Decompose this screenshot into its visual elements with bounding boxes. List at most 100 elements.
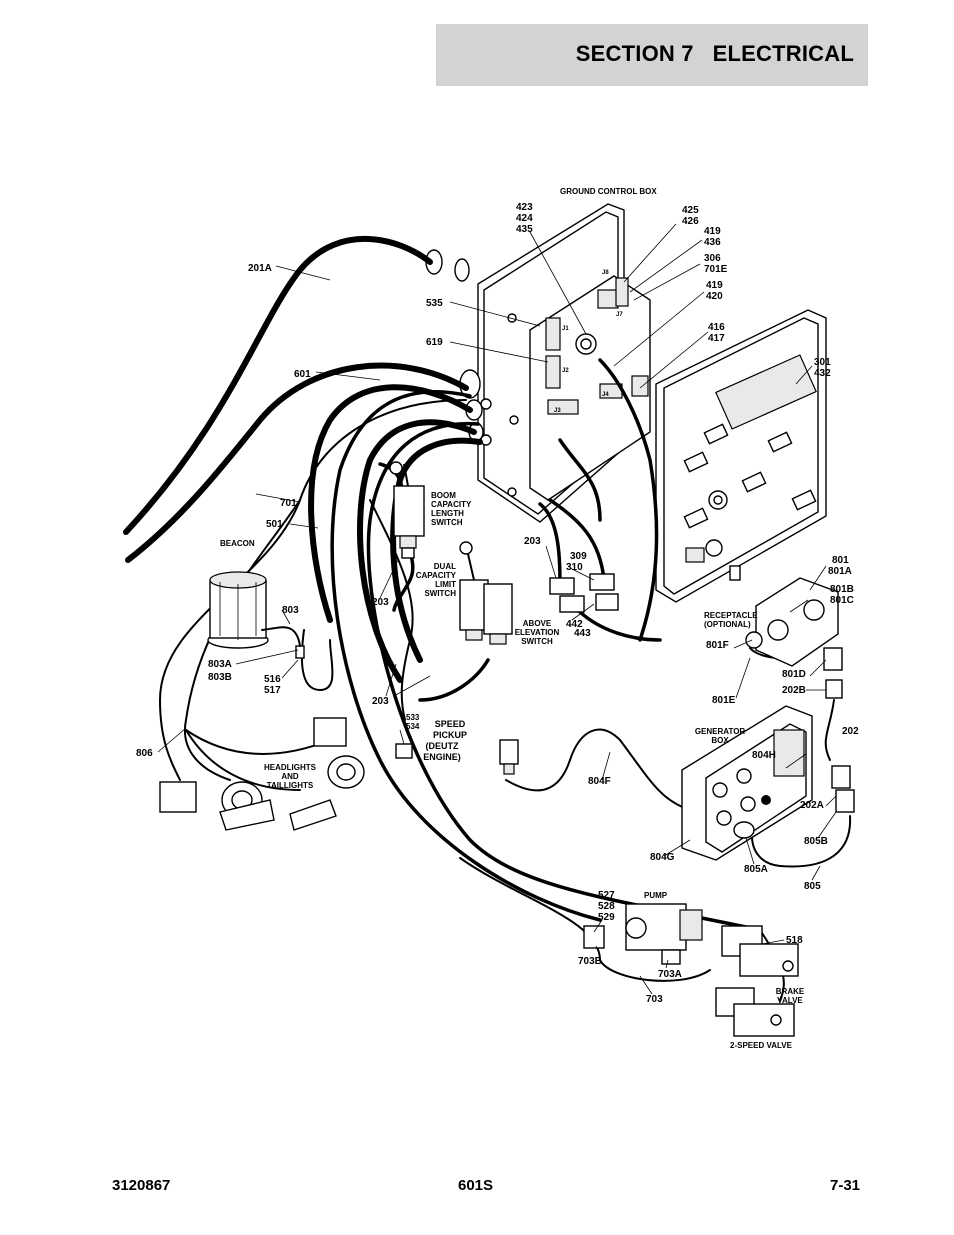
callout: 424	[516, 213, 533, 224]
callout-numbers: 423 424 435 425 426 419 436 306 701E 419…	[136, 202, 859, 1005]
callout: 202A	[800, 800, 824, 811]
callout: 803B	[208, 672, 232, 683]
svg-text:CAPACITY: CAPACITY	[416, 571, 457, 580]
callout: 801E	[712, 695, 736, 706]
connector-j1: J1	[562, 326, 569, 332]
callout: 426	[682, 216, 699, 227]
callout: 535	[426, 298, 443, 309]
label-receptacle: RECEPTACLE (OPTIONAL)	[704, 611, 758, 629]
callout: 419	[704, 226, 721, 237]
footer-page-number: 7-31	[830, 1177, 861, 1194]
callout: 619	[426, 337, 443, 348]
callout: 805A	[744, 864, 768, 875]
callout: 517	[264, 685, 281, 696]
svg-text:ELEVATION: ELEVATION	[515, 628, 560, 637]
callout: 443	[574, 628, 591, 639]
svg-text:BOX: BOX	[711, 736, 729, 745]
callout: 203	[372, 597, 389, 608]
svg-text:LENGTH: LENGTH	[431, 509, 464, 518]
callout: 527	[598, 890, 615, 901]
svg-text:AND: AND	[281, 772, 299, 781]
boom-capacity-switch-part	[389, 461, 425, 559]
panel-toggle-switches	[683, 423, 817, 529]
footer-model: 601S	[458, 1177, 494, 1194]
ground-control-box	[425, 203, 651, 523]
connector-j4: J4	[602, 392, 609, 398]
wire-harness	[123, 235, 852, 1001]
callout: 203	[524, 536, 541, 547]
callout: 703	[646, 994, 663, 1005]
svg-text:SWITCH: SWITCH	[521, 637, 553, 646]
connector-j7: J7	[616, 312, 623, 318]
callout: 417	[708, 333, 725, 344]
label-dual-capacity-switch: DUAL CAPACITY LIMIT SWITCH	[416, 562, 457, 598]
two-speed-valve-part	[715, 987, 795, 1037]
svg-text:RECEPTACLE: RECEPTACLE	[704, 611, 758, 620]
callout: 703A	[658, 969, 682, 980]
callout: 701	[280, 498, 297, 509]
svg-text:(OPTIONAL): (OPTIONAL)	[704, 620, 751, 629]
callout: 516	[264, 674, 281, 685]
section-title: SECTION 7 ELECTRICAL	[575, 41, 854, 66]
callout: 534	[406, 722, 420, 731]
callout: 301	[814, 357, 831, 368]
connector-j2: J2	[562, 368, 569, 374]
callout: 803	[282, 605, 299, 616]
section-banner: SECTION 7 ELECTRICAL	[436, 24, 868, 86]
label-two-speed-valve: 2-SPEED VALVE	[730, 1041, 793, 1050]
label-beacon: BEACON	[220, 539, 255, 548]
callout: 420	[706, 291, 723, 302]
callout: 601	[294, 369, 311, 380]
callout: 518	[786, 935, 803, 946]
callout: 533	[406, 713, 420, 722]
label-brake-valve: BRAKE VALVE	[776, 987, 805, 1005]
connector-j8: J8	[602, 270, 609, 276]
svg-text:SWITCH: SWITCH	[424, 589, 456, 598]
speed-pickup-part	[395, 739, 519, 775]
control-panel-faceplate	[655, 309, 827, 603]
svg-text:(DEUTZ: (DEUTZ	[426, 741, 459, 751]
callout: 310	[566, 562, 583, 573]
callout: 801A	[828, 566, 852, 577]
svg-text:SPEED: SPEED	[435, 719, 466, 729]
svg-text:PICKUP: PICKUP	[433, 730, 467, 740]
label-above-elevation-switch: ABOVE ELEVATION SWITCH	[515, 619, 560, 646]
callout: 416	[708, 322, 725, 333]
callout: 501	[266, 519, 283, 530]
callout: 201A	[248, 263, 272, 274]
svg-text:TAILLIGHTS: TAILLIGHTS	[267, 781, 314, 790]
brake-valve-part	[721, 925, 799, 977]
svg-text:VALVE: VALVE	[777, 996, 803, 1005]
svg-text:HEADLIGHTS: HEADLIGHTS	[264, 763, 317, 772]
callout: 801D	[782, 669, 806, 680]
svg-text:LIMIT: LIMIT	[435, 580, 456, 589]
callout: 423	[516, 202, 533, 213]
label-generator-box: GENERATOR BOX	[695, 727, 746, 745]
connector-j3: J3	[554, 408, 561, 414]
label-pump: PUMP	[644, 891, 668, 900]
receptacle-part	[745, 577, 843, 699]
callout: 202B	[782, 685, 806, 696]
callout: 701E	[704, 264, 728, 275]
callout: 309	[570, 551, 587, 562]
callout: 442	[566, 619, 583, 630]
callout: 803A	[208, 659, 232, 670]
component-labels: GROUND CONTROL BOX BEACON BOOM CAPACITY …	[220, 187, 805, 1050]
callout: 804H	[752, 750, 776, 761]
connector-tags: J1 J2 J3 J4 J7 J8	[554, 270, 623, 414]
callout: 804G	[650, 852, 675, 863]
callout: 432	[814, 368, 831, 379]
label-headlights: HEADLIGHTS AND TAILLIGHTS	[264, 763, 317, 790]
callout: 435	[516, 224, 533, 235]
svg-text:GENERATOR: GENERATOR	[695, 727, 746, 736]
callout: 804F	[588, 776, 611, 787]
callout: 436	[704, 237, 721, 248]
callout: 805B	[804, 836, 828, 847]
svg-text:DUAL: DUAL	[434, 562, 456, 571]
label-speed-pickup: SPEED PICKUP (DEUTZ ENGINE)	[423, 719, 467, 762]
leader-lines	[157, 223, 837, 995]
callout: 306	[704, 253, 721, 264]
callout: 801B	[830, 584, 854, 595]
svg-text:BRAKE: BRAKE	[776, 987, 805, 996]
